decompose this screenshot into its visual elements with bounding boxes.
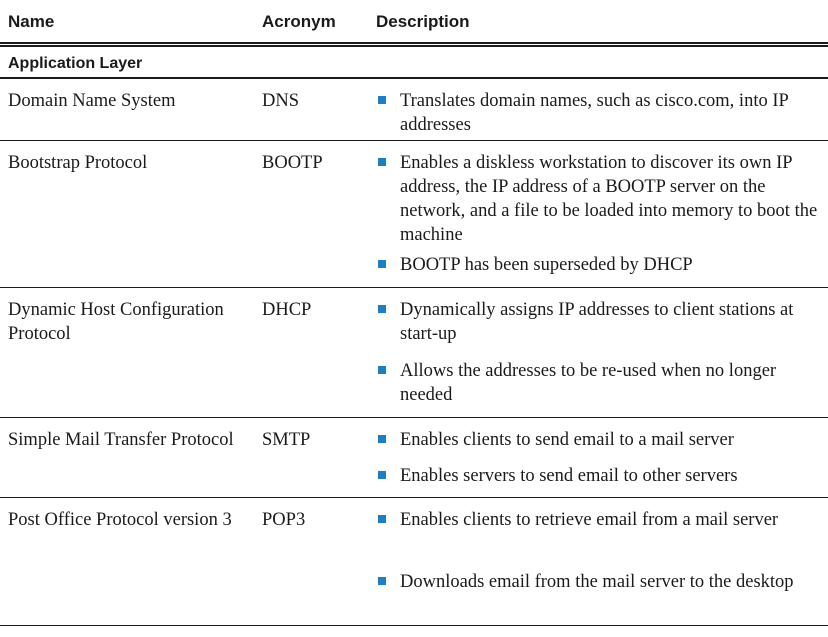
- bullet-text: Enables clients to send email to a mail …: [400, 430, 734, 450]
- bullet-text: Enables a diskless workstation to discov…: [400, 153, 818, 245]
- bullet-text: BOOTP has been superseded by DHCP: [400, 255, 693, 275]
- bullet-square-icon: [378, 515, 386, 523]
- row-name: Bootstrap Protocol: [8, 153, 148, 173]
- table-row: Domain Name System DNS Translates domain…: [0, 79, 828, 141]
- bullet-text: Downloads email from the mail server to …: [400, 572, 794, 592]
- table-row: Simple Mail Transfer Protocol SMTP Enabl…: [0, 418, 828, 498]
- section-heading: Application Layer: [0, 47, 828, 79]
- bullet-text: Allows the addresses to be re-used when …: [400, 361, 777, 405]
- header-name: Name: [8, 12, 55, 31]
- row-acronym: DNS: [262, 91, 300, 111]
- table-row: Dynamic Host Configuration Protocol DHCP…: [0, 288, 828, 418]
- header-description: Description: [376, 12, 470, 31]
- bullet-square-icon: [378, 471, 386, 479]
- bullet-text: Enables clients to retrieve email from a…: [400, 510, 779, 530]
- header-divider: [0, 42, 828, 47]
- table-row: Bootstrap Protocol BOOTP Enables a diskl…: [0, 141, 828, 288]
- bullet-square-icon: [378, 158, 386, 166]
- bullet-square-icon: [378, 366, 386, 374]
- bullet-text: Dynamically assigns IP addresses to clie…: [400, 300, 794, 344]
- row-name: Dynamic Host Configuration Protocol: [8, 300, 224, 344]
- bullet-text: Translates domain names, such as cisco.c…: [400, 91, 789, 135]
- header-acronym: Acronym: [262, 12, 336, 31]
- row-name: Domain Name System: [8, 91, 176, 111]
- table-row: Post Office Protocol version 3 POP3 Enab…: [0, 498, 828, 626]
- bullet-square-icon: [378, 96, 386, 104]
- bullet-text: Enables servers to send email to other s…: [400, 466, 738, 486]
- bullet-square-icon: [378, 260, 386, 268]
- row-name: Simple Mail Transfer Protocol: [8, 430, 234, 450]
- table-header: Name Acronym Description: [0, 0, 828, 42]
- row-acronym: BOOTP: [262, 153, 323, 173]
- bullet-square-icon: [378, 577, 386, 585]
- section-title: Application Layer: [8, 55, 143, 72]
- bullet-square-icon: [378, 305, 386, 313]
- row-acronym: SMTP: [262, 430, 311, 450]
- bullet-square-icon: [378, 435, 386, 443]
- row-acronym: DHCP: [262, 300, 312, 320]
- row-name: Post Office Protocol version 3: [8, 510, 232, 530]
- row-acronym: POP3: [262, 510, 306, 530]
